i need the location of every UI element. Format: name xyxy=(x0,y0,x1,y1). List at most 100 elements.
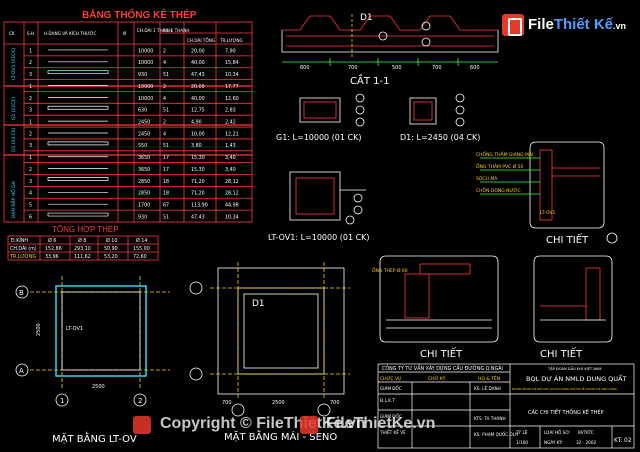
steel-cell: 3,40 xyxy=(225,167,236,173)
steel-cell: 2 xyxy=(29,167,32,173)
note-ltov1: LT-OV1 xyxy=(540,210,556,216)
steel-header-length: CH.DÀI 1 THANH xyxy=(137,28,172,33)
steel-cell: 12,60 xyxy=(225,96,239,102)
summary-r0-c0: CH.DÀI (m) xyxy=(10,245,37,252)
steel-shape-sketch xyxy=(47,212,109,217)
steel-cell: 2450 xyxy=(138,120,150,126)
plan-ltov-title: MẶT BẰNG LT-OV xyxy=(52,431,137,445)
summary-header-4: Ø 14 xyxy=(136,237,147,244)
steel-cell: 550 xyxy=(138,143,147,149)
steel-table-title: BẢNG THỐNG KÊ THÉP xyxy=(82,7,197,21)
steel-cell: 113,90 xyxy=(191,203,208,209)
beam-d1-label: D1 xyxy=(360,13,373,23)
steel-cell: 3 xyxy=(29,179,32,185)
tb-project: ĐƯỜNG BỘ ĐÔ THỊ NHÀ MÁY LỌC DẦU DUNG QUẤ… xyxy=(512,386,617,391)
tb-sheet-label: KT: xyxy=(614,437,623,444)
detail-b-title: CHI TIẾT xyxy=(420,346,463,360)
steel-cell: 51 xyxy=(163,72,169,78)
note-sill: SÓCH MÁ xyxy=(476,175,498,182)
summary-header-1: Ø 6 xyxy=(48,237,56,244)
steel-cell: 2850 xyxy=(138,179,150,185)
steel-cell: 3,80 xyxy=(191,143,202,149)
summary-r0-c1: 152,86 xyxy=(45,246,62,252)
steel-cell: 2 xyxy=(29,60,32,66)
detail-a-title: CHI TIẾT xyxy=(546,232,589,246)
summary-r0-c3: 50,90 xyxy=(104,246,118,252)
steel-cell: 10000 xyxy=(138,84,153,90)
steel-cell: 4 xyxy=(163,60,166,66)
steel-cell: 17,77 xyxy=(225,84,239,90)
tb-date: 32 - 2002 xyxy=(576,440,596,445)
steel-cell: 2 xyxy=(163,84,166,90)
steel-cell: 71,20 xyxy=(191,191,205,197)
plan-axis-a: A xyxy=(19,367,24,375)
steel-cell: 4 xyxy=(29,191,32,197)
beam-dim-1: 700 xyxy=(348,65,358,71)
section-title: CẮT 1-1 xyxy=(350,73,389,87)
watermark-right: FileThietKe.vn xyxy=(326,415,436,432)
tb-role-2: GIÁM ĐỐC xyxy=(380,414,402,419)
steel-cell: 1 xyxy=(29,84,32,90)
steel-cell: 47,43 xyxy=(191,214,205,220)
steel-cell: 3 xyxy=(29,143,32,149)
brand-logo-text: FileThiết Kế.vn xyxy=(528,16,626,33)
brand-name-part2: Thiết Kế xyxy=(553,16,614,33)
steel-group-g1: G1 (01CK) xyxy=(11,97,17,120)
steel-group-ltov1: LT-OV1 (01CK) xyxy=(11,48,17,80)
steel-cell: 3 xyxy=(29,72,32,78)
steel-cell: 15,30 xyxy=(191,155,205,161)
steel-header-shape: H.DẠNG VÀ KÍCH THƯỚC xyxy=(44,31,97,36)
steel-cell: 20,00 xyxy=(191,48,205,54)
steel-group-d1: D1 (04 CK) xyxy=(11,127,17,152)
steel-cell: 20,00 xyxy=(191,84,205,90)
title-block xyxy=(377,363,635,449)
steel-cell: 40,00 xyxy=(191,96,205,102)
steel-cell: 10000 xyxy=(138,48,153,54)
roof-dim-0: 700 xyxy=(222,400,232,406)
steel-cell: 18 xyxy=(163,179,169,185)
brand-domain: .vn xyxy=(613,21,627,31)
beam-dim-2: 500 xyxy=(392,65,402,71)
watermark-icon-left xyxy=(133,416,151,434)
steel-cell: 18 xyxy=(163,191,169,197)
steel-cell: 2,83 xyxy=(225,108,236,114)
note-drain: CHỐN DÒNG NƯỚC xyxy=(476,186,521,194)
steel-cell: 930 xyxy=(138,72,147,78)
steel-cell: 930 xyxy=(138,214,147,220)
steel-header-dia: Ø xyxy=(123,31,127,36)
summary-header-0: Đ.KÍNH xyxy=(11,237,28,244)
summary-r1-c3: 53,20 xyxy=(104,254,118,260)
steel-cell: 15,84 xyxy=(225,60,239,66)
detail-a-marker xyxy=(606,232,618,244)
steel-cell: 12,75 xyxy=(191,108,205,114)
steel-shape-sketches xyxy=(47,49,109,217)
steel-cell: 2 xyxy=(163,48,166,54)
tb-scale: 1/100 xyxy=(516,440,528,445)
tb-client-top: TẬP ĐOÀN DẦU KHÍ VIỆT NAM xyxy=(547,366,601,371)
note-steel-pipe: ỐNG THÉP Ø 60 xyxy=(372,266,408,274)
tb-name-1: KTS: TA THANH xyxy=(474,416,506,421)
plan-axis-2: 2 xyxy=(138,397,142,405)
summary-r1-c2: 111,62 xyxy=(74,254,91,260)
plan-axis-b: B xyxy=(19,289,24,297)
steel-cell: 40,00 xyxy=(191,60,205,66)
steel-cell: 2450 xyxy=(138,131,150,137)
steel-shape-sketch xyxy=(47,105,109,110)
summary-header-3: Ø 10 xyxy=(106,237,117,244)
tb-name-2: KS: PHẠM QUỐC DUY xyxy=(474,432,519,437)
steel-cell: 2 xyxy=(29,96,32,102)
steel-cell: 7,90 xyxy=(225,48,236,54)
steel-cell: 1 xyxy=(29,48,32,54)
steel-cell: 4,90 xyxy=(191,120,202,126)
steel-shape-sketch xyxy=(47,177,109,181)
steel-cell: 51 xyxy=(163,143,169,149)
plan-dim-vertical: 2500 xyxy=(36,323,42,336)
section-g1 xyxy=(299,93,465,127)
beam-dim-3: 700 xyxy=(432,65,442,71)
tb-role-1: Đ.L.K.T xyxy=(380,398,395,403)
plan-dim-horizontal: 2500 xyxy=(92,384,105,390)
tb-company: CÔNG TY TƯ VẤN XÂY DỰNG CẦU ĐƯỜNG Q.NGÃI xyxy=(382,364,503,372)
beam-dim-4: 600 xyxy=(470,65,480,71)
steel-cell: 2 xyxy=(163,120,166,126)
